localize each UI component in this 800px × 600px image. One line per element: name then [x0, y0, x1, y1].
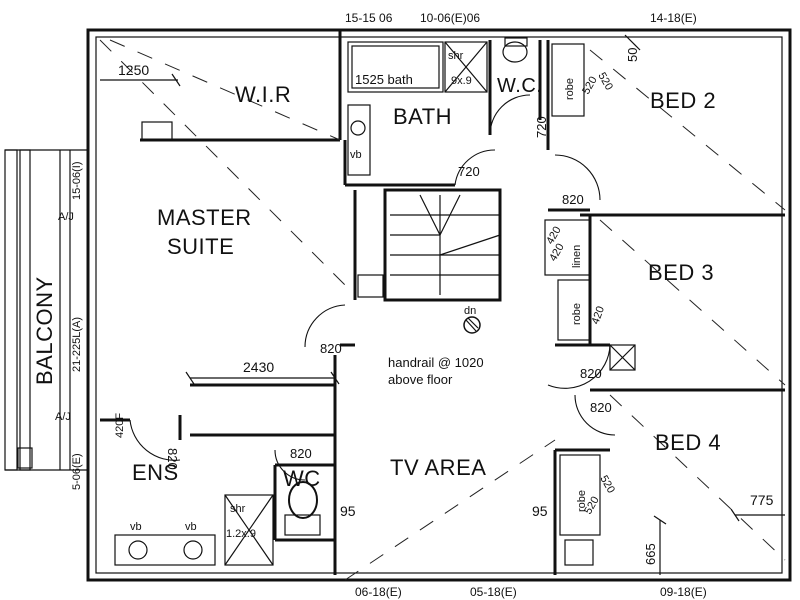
shower-lower-size: 1.2x.9: [226, 528, 256, 540]
dim-50: 50: [625, 48, 640, 62]
dim-420-c: 420: [590, 305, 608, 326]
shower-upper-size: 9x.9: [451, 75, 472, 87]
shower-upper-label: shr: [448, 50, 464, 62]
bath-tub-label: 1525 bath: [355, 72, 413, 87]
dim-720-wc: 720: [534, 116, 549, 138]
stair-dn-label: dn: [464, 305, 476, 317]
fixtures: [4, 37, 636, 566]
stair-steps: [390, 194, 501, 295]
window-tag-left-3: 5-06(E): [71, 453, 83, 490]
vanity-upper-label: vb: [350, 149, 362, 161]
room-label-bed4: BED 4: [655, 430, 721, 455]
dim-420f: 420F: [114, 413, 126, 438]
dim-1250: 1250: [118, 62, 149, 78]
dim-820-master: 820: [320, 341, 342, 356]
room-label-wc-lower: WC: [283, 466, 321, 491]
bottom-tag-1: 06-18(E): [355, 585, 402, 599]
room-label-master-line2: SUITE: [167, 234, 234, 259]
room-label-wc-upper: W.C.: [497, 75, 542, 97]
room-label-master-line1: MASTER: [157, 205, 252, 230]
dim-820-ens: 820: [165, 448, 180, 470]
room-label-bath: BATH: [393, 104, 452, 129]
window-tag-left-1: 15-06(I): [71, 161, 83, 200]
dim-665: 665: [643, 543, 658, 565]
dim-95-right: 95: [532, 503, 548, 519]
handrail-note-line1: handrail @ 1020: [388, 355, 484, 370]
diagonal-dash-lines: [99, 39, 786, 581]
dim-2430: 2430: [243, 359, 274, 375]
room-label-balcony: BALCONY: [32, 276, 57, 385]
dim-95-left: 95: [340, 503, 356, 519]
dim-820-bed2: 820: [562, 192, 584, 207]
room-label-bed2: BED 2: [650, 88, 716, 113]
dim-820-bed4: 820: [590, 400, 612, 415]
linen-label: linen: [571, 245, 583, 268]
dim-720-bath: 720: [458, 164, 480, 179]
robe-bed4-label: robe: [576, 490, 588, 512]
room-label-bed3: BED 3: [648, 260, 714, 285]
top-tag-2: 10-06(E)06: [420, 11, 480, 25]
robe-bed2-label: robe: [564, 78, 576, 100]
dim-820-bed3: 820: [580, 366, 602, 381]
handrail-note-line2: above floor: [388, 372, 453, 387]
room-label-wir: W.I.R: [235, 82, 291, 107]
wall-tag-2: A/J: [55, 411, 71, 423]
dim-820-wc: 820: [290, 446, 312, 461]
dim-420-a: 420: [544, 225, 564, 247]
bottom-tag-2: 05-18(E): [470, 585, 517, 599]
door-swings: [129, 94, 616, 481]
top-tag-3: 14-18(E): [650, 11, 697, 25]
wall-tag-1: A/J: [58, 211, 74, 223]
shower-lower-label: shr: [230, 503, 246, 515]
window-tag-left-2: 21-225L(A): [71, 317, 83, 372]
bottom-tag-3: 09-18(E): [660, 585, 707, 599]
walls: [86, 28, 792, 582]
robe-bed3-label: robe: [571, 303, 583, 325]
top-tag-1: 15-15 06: [345, 11, 393, 25]
vanity-ens-right-label: vb: [185, 521, 197, 533]
room-label-tv-area: TV AREA: [390, 455, 486, 480]
room-label-ens: ENS: [132, 460, 179, 485]
dimension-lines: [100, 34, 785, 575]
vanity-ens-left-label: vb: [130, 521, 142, 533]
dim-775: 775: [750, 492, 774, 508]
